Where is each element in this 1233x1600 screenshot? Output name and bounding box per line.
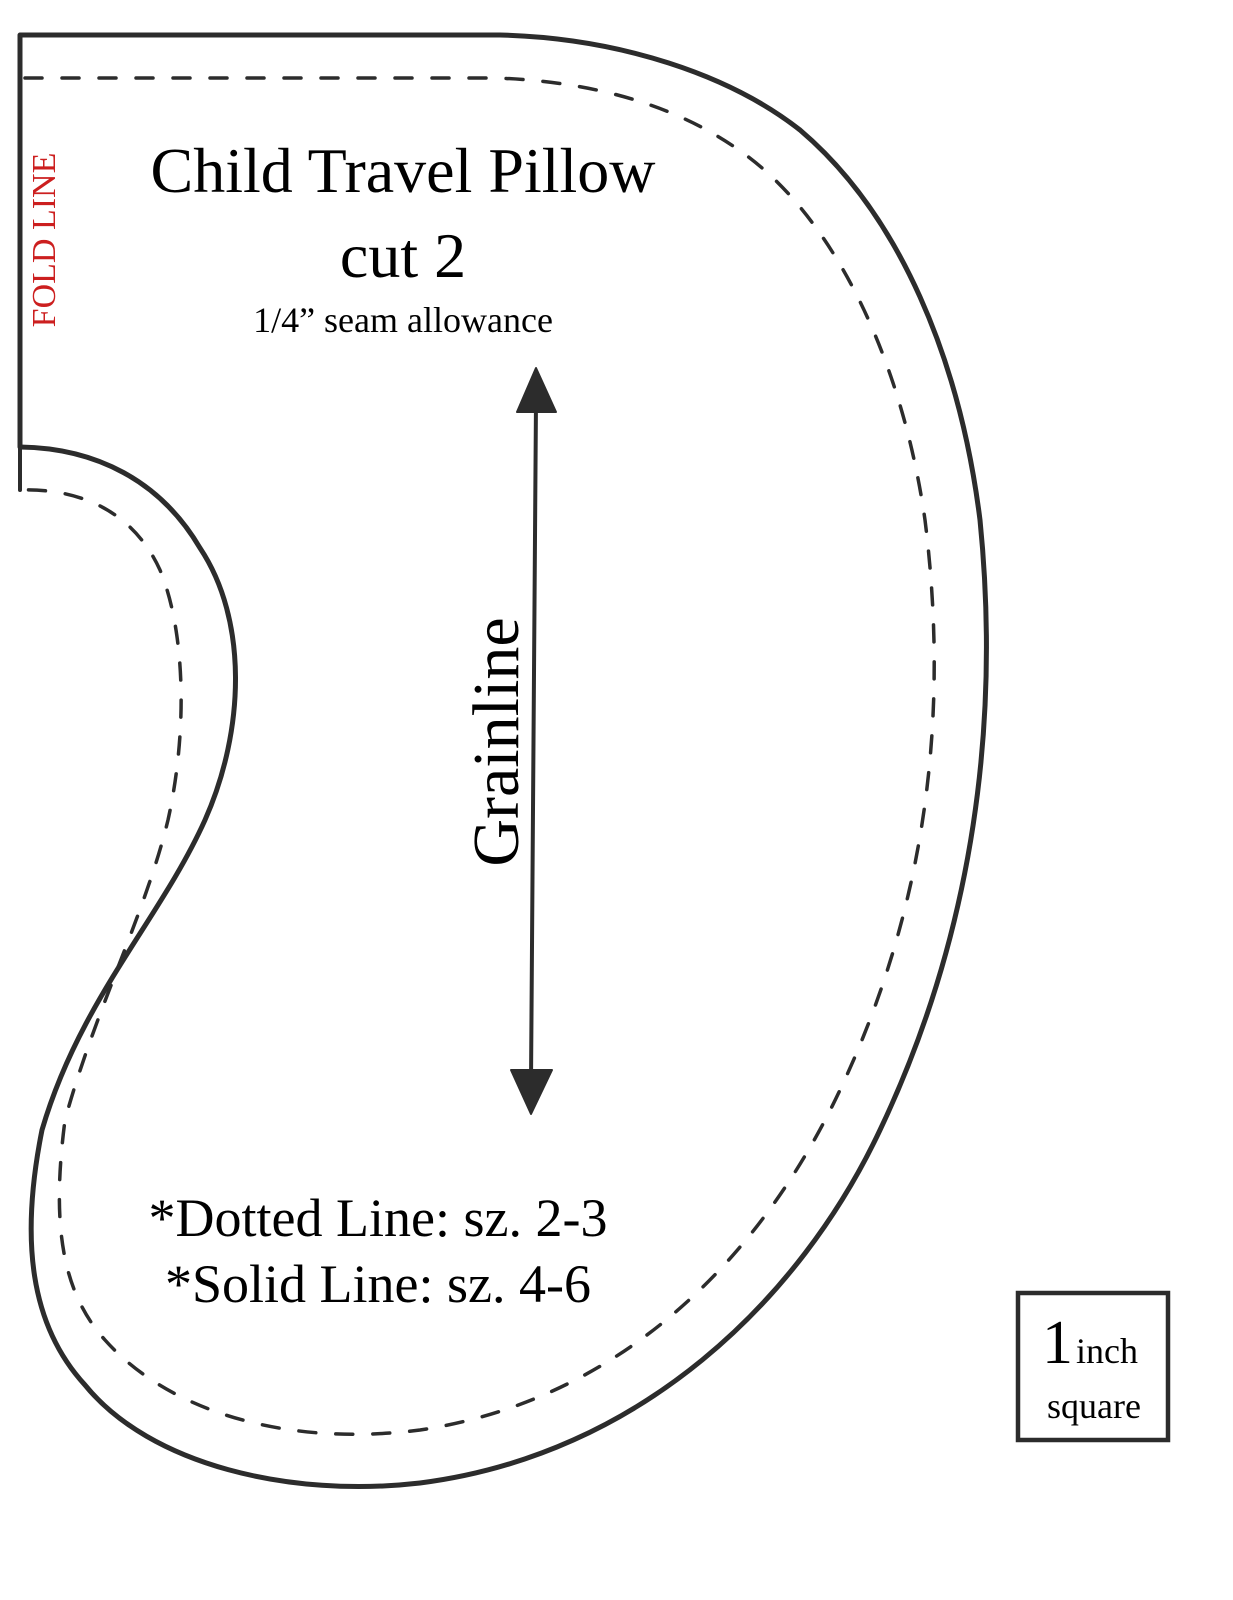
scale-shape: square [1047, 1386, 1141, 1426]
pattern-title: Child Travel Pillow [151, 135, 656, 206]
grainline-arrow-head-top [516, 367, 557, 413]
scale-reference-square: 1 inch square [1015, 1290, 1171, 1443]
grainline-arrow-shaft [529, 398, 538, 1084]
legend-dotted-line: *Dotted Line: sz. 2-3 [149, 1188, 608, 1248]
dotted-cut-line [18, 76, 936, 1437]
grainline-arrow-icon [510, 367, 557, 1115]
cut-instruction: cut 2 [340, 220, 466, 291]
solid-cut-line [17, 32, 989, 1490]
seam-allowance-note: 1/4” seam allowance [253, 300, 553, 340]
scale-square-frame [1015, 1290, 1171, 1443]
grainline-arrow-head-bottom [510, 1069, 553, 1115]
legend-solid-line: *Solid Line: sz. 4-6 [165, 1254, 591, 1314]
scale-number: 1 [1042, 1309, 1073, 1377]
grainline-label: Grainline [460, 617, 533, 866]
scale-unit: inch [1076, 1331, 1138, 1371]
fold-line-label: FOLD LINE [26, 153, 63, 328]
